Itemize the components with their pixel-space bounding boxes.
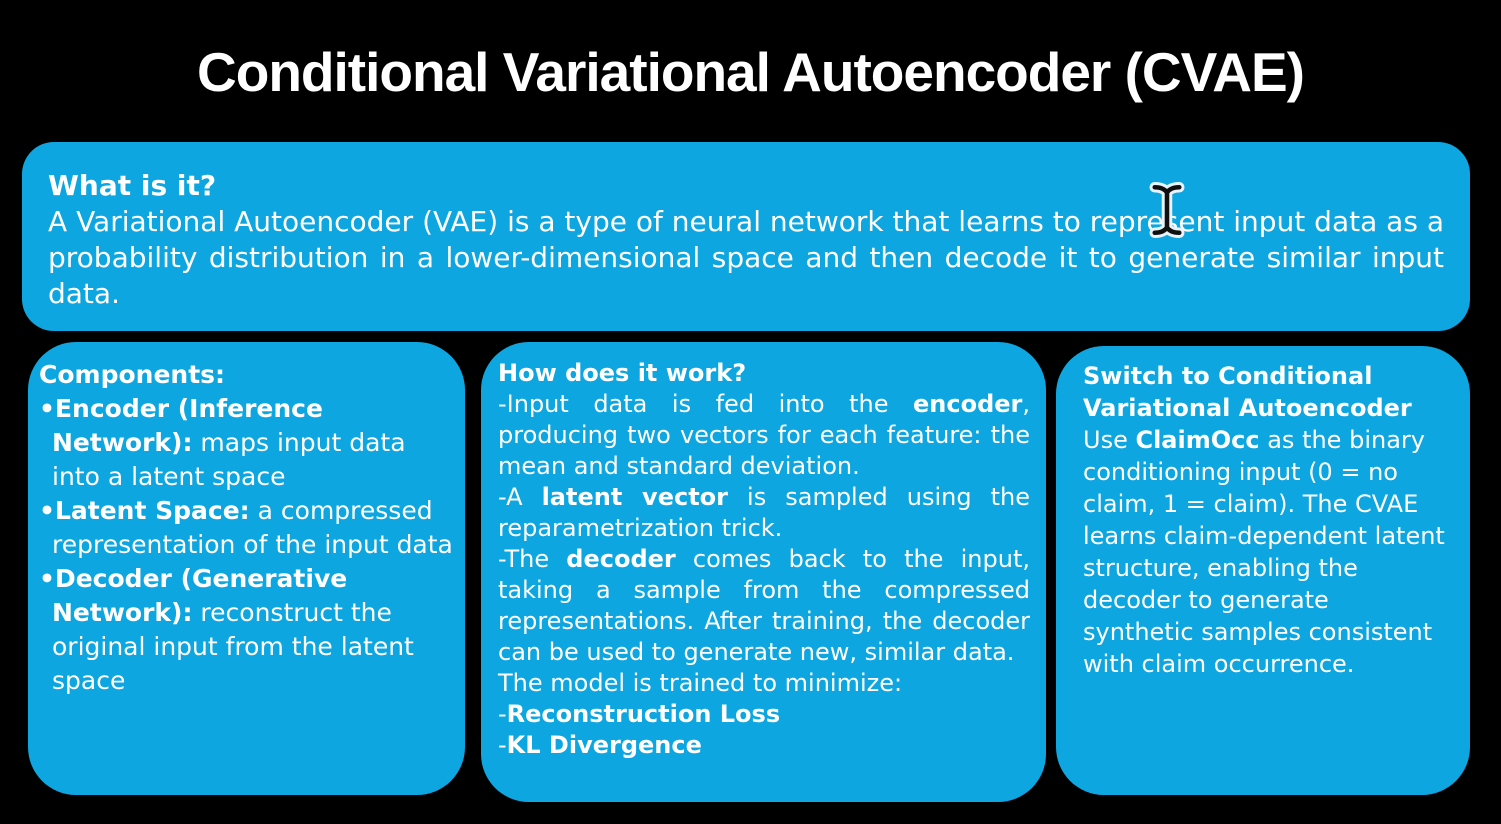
how-step-encoder-post: , producing two vectors for each feature… xyxy=(498,390,1030,480)
how-step-latent-vector-post: is sampled using the reparametrization t… xyxy=(498,483,1030,542)
how-loss-reconstruction-bold: Reconstruction Loss xyxy=(506,700,781,728)
components-box: Components: •Encoder (Inference Network)… xyxy=(28,342,465,795)
how-loss-kl-bold: KL Divergence xyxy=(506,731,702,759)
component-item-encoder-desc: maps input data into a latent space xyxy=(52,428,406,491)
switch-body-pre: Use xyxy=(1083,426,1136,454)
what-is-it-box: What is it? A Variational Autoencoder (V… xyxy=(22,142,1470,331)
how-loss-kl: -KL Divergence xyxy=(498,730,1030,761)
how-step-decoder-bold: decoder xyxy=(566,545,676,573)
how-step-encoder-bold: encoder xyxy=(912,390,1023,418)
how-it-works-box: How does it work? -Input data is fed int… xyxy=(481,342,1046,802)
how-loss-reconstruction: -Reconstruction Loss xyxy=(498,699,1030,730)
component-item-encoder: •Encoder (Inference Network): maps input… xyxy=(39,392,453,494)
component-item-latent-space-desc: a compressed representation of the input… xyxy=(52,496,453,559)
components-heading: Components: xyxy=(39,360,226,389)
component-item-latent-space: •Latent Space: a compressed representati… xyxy=(39,494,453,562)
switch-body-claimocc: ClaimOcc xyxy=(1135,426,1260,454)
switch-body-post: as the binary conditioning input (0 = no… xyxy=(1083,426,1445,678)
component-item-latent-space-term: •Latent Space: xyxy=(39,496,250,525)
how-step-decoder: -The decoder comes back to the input, ta… xyxy=(498,544,1030,668)
switch-to-cvae-body: Use ClaimOcc as the binary conditioning … xyxy=(1083,424,1446,680)
how-step-latent-vector-bold: latent vector xyxy=(541,483,729,511)
switch-to-cvae-heading: Switch to Conditional Variational Autoen… xyxy=(1083,362,1412,422)
how-it-works-heading: How does it work? xyxy=(498,359,747,387)
what-is-it-body: A Variational Autoencoder (VAE) is a typ… xyxy=(48,205,1444,310)
how-step-latent-vector: -A latent vector is sampled using the re… xyxy=(498,482,1030,544)
component-item-encoder-term: •Encoder (Inference Network): xyxy=(39,394,323,457)
how-step-encoder-pre: -Input data is fed into the xyxy=(498,390,913,418)
how-loss-kl-dash: - xyxy=(498,731,507,759)
what-is-it-heading: What is it? xyxy=(48,169,217,202)
how-step-decoder-pre: -The xyxy=(498,545,567,573)
how-minimize-intro: The model is trained to minimize: xyxy=(498,669,903,697)
how-step-encoder: -Input data is fed into the encoder, pro… xyxy=(498,389,1030,482)
component-item-decoder: •Decoder (Generative Network): reconstru… xyxy=(39,562,453,698)
how-step-decoder-post: comes back to the input, taking a sample… xyxy=(498,545,1030,666)
component-item-decoder-desc: reconstruct the original input from the … xyxy=(52,598,414,695)
how-step-latent-vector-pre: -A xyxy=(498,483,542,511)
component-item-decoder-term: •Decoder (Generative Network): xyxy=(39,564,348,627)
switch-to-cvae-box: Switch to Conditional Variational Autoen… xyxy=(1056,346,1470,795)
page-title: Conditional Variational Autoencoder (CVA… xyxy=(197,41,1305,103)
how-loss-reconstruction-dash: - xyxy=(498,700,507,728)
